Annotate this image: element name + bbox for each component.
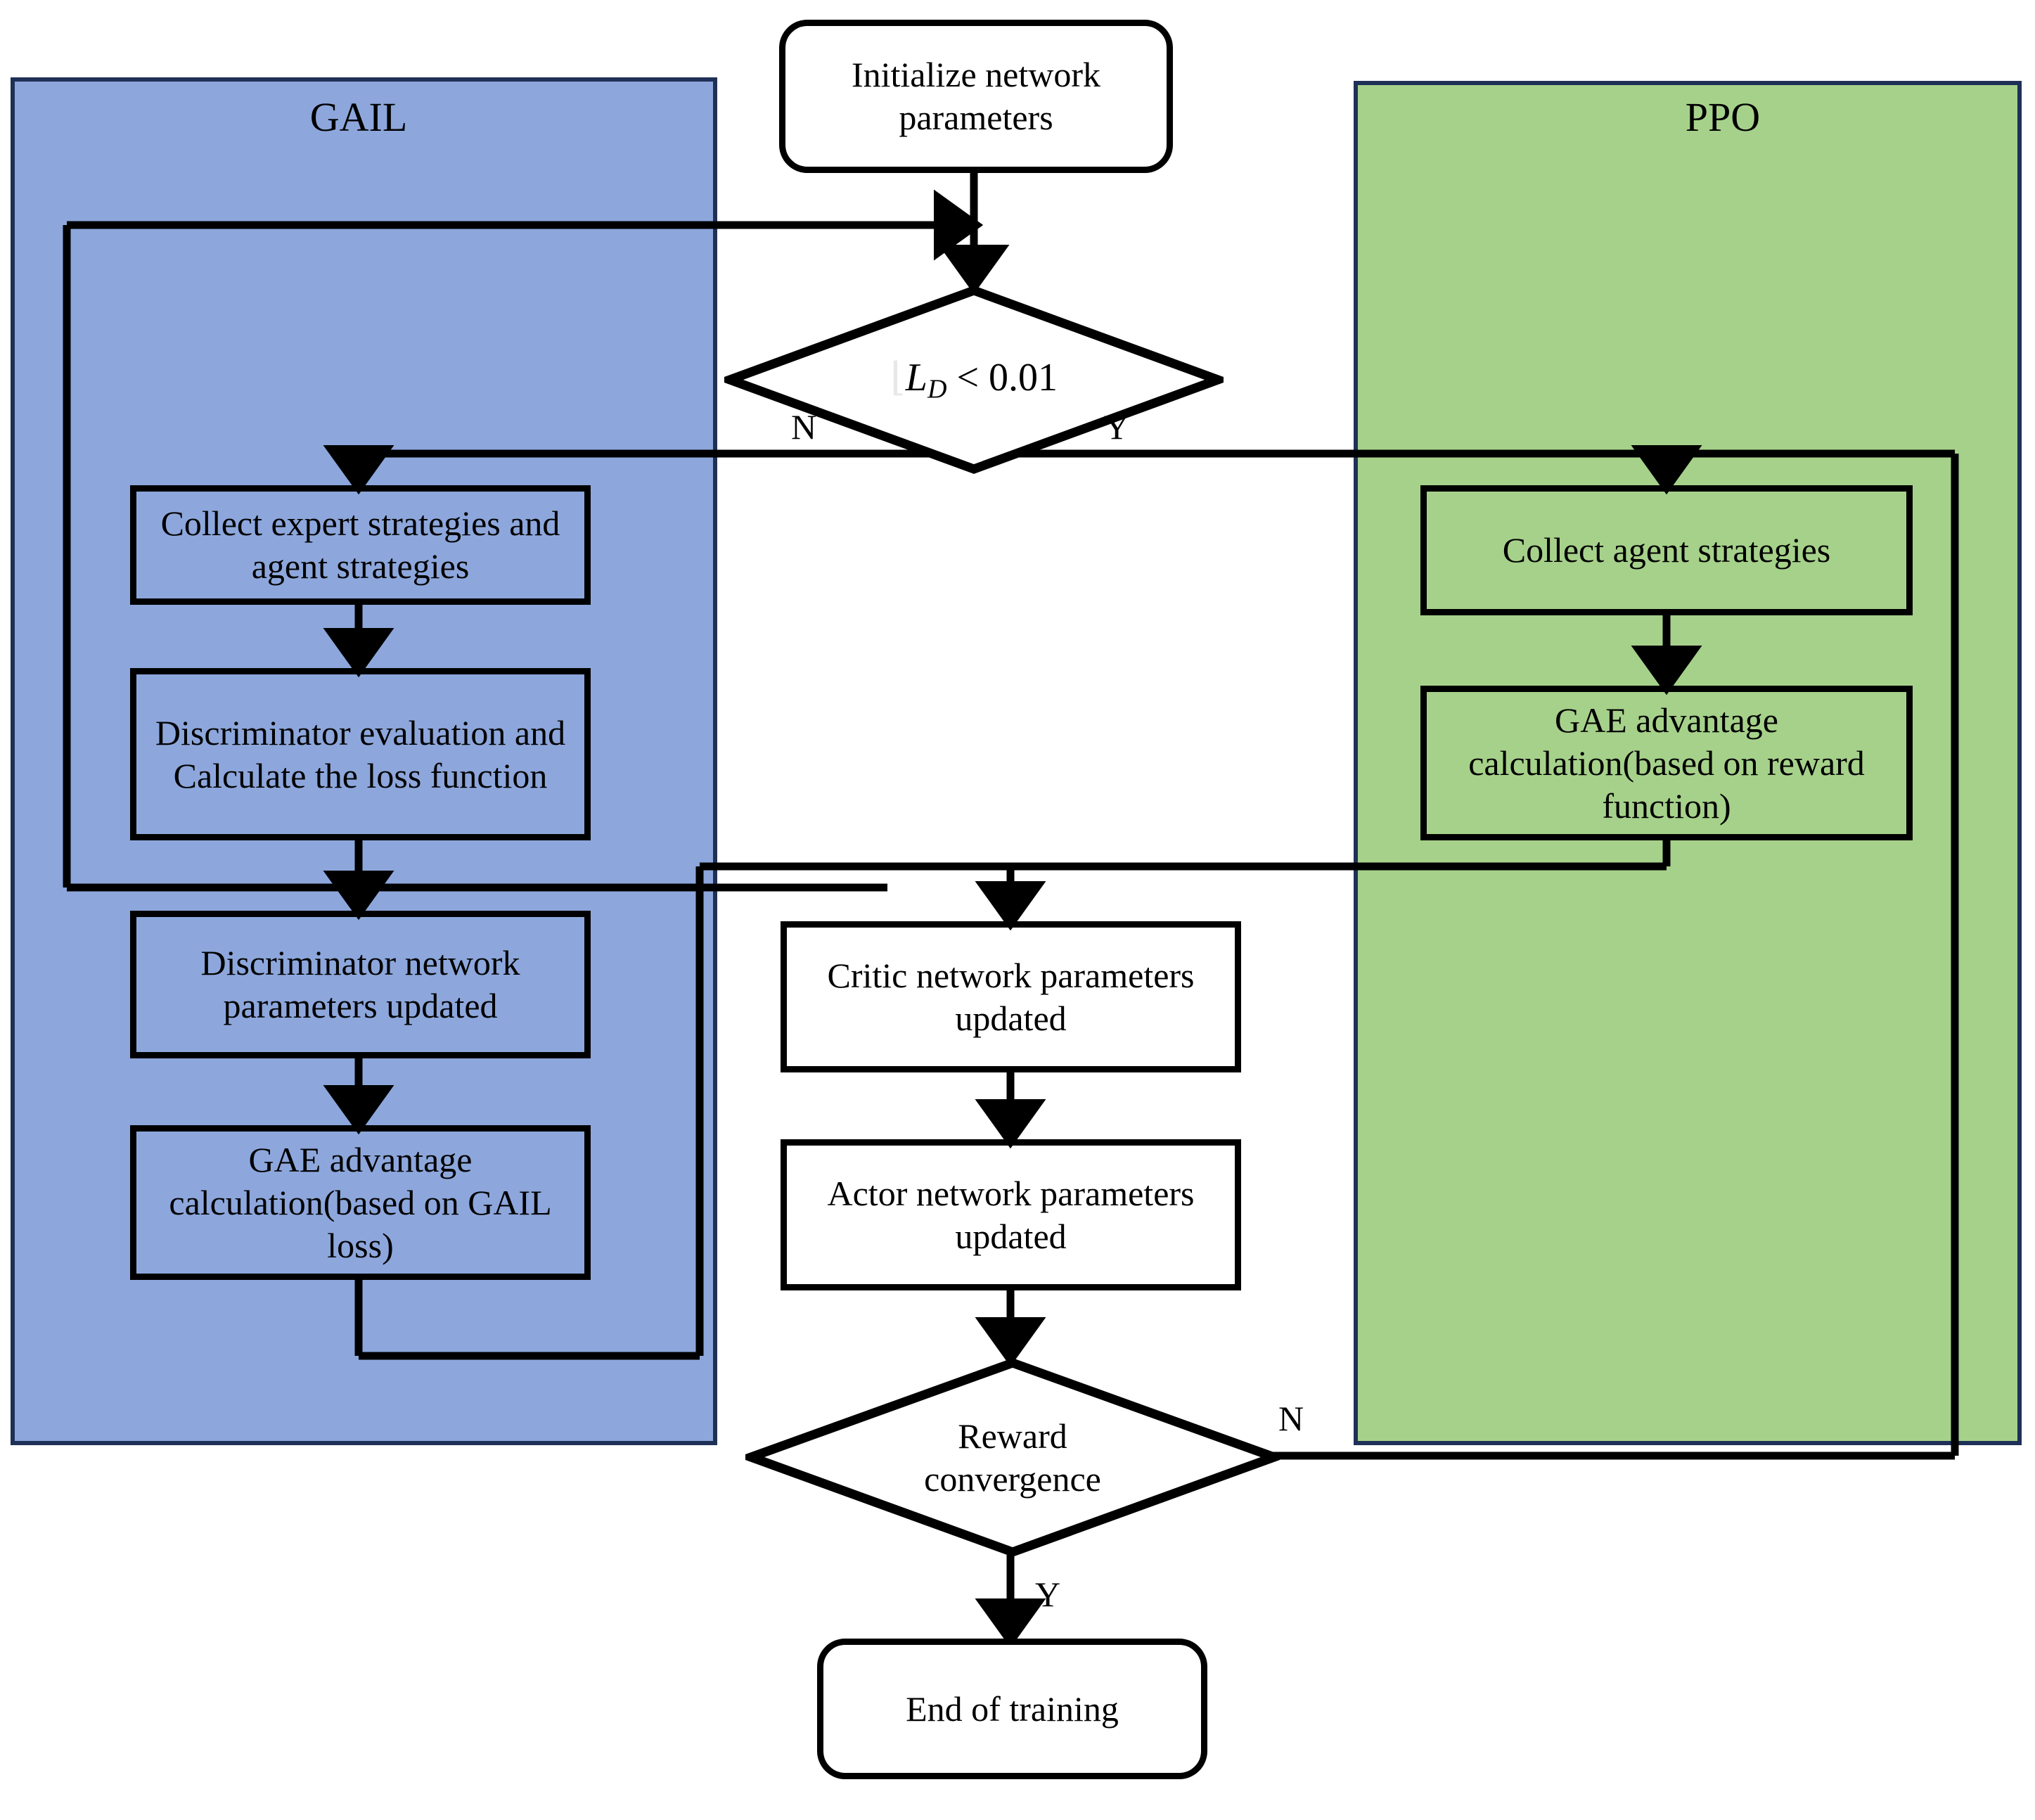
edge-label-reward-no: N (1278, 1399, 1304, 1438)
node-gae-advantage-reward-function[interactable]: GAE advantage calculation(based on rewar… (1420, 686, 1913, 840)
node-discriminator-evaluation[interactable]: Discriminator evaluation and Calculate t… (130, 668, 591, 840)
edge-label-ld-yes: Y (1104, 407, 1130, 447)
node-gae-advantage-gail-loss[interactable]: GAE advantage calculation(based on GAIL … (130, 1125, 591, 1280)
reward-convergence-diamond-shape (745, 1358, 1280, 1557)
node-reward-convergence[interactable]: Reward convergence (745, 1357, 1280, 1558)
edge-label-reward-yes: Y (1035, 1575, 1061, 1614)
node-discriminator-network-parameters-updated[interactable]: Discriminator network parameters updated (130, 911, 591, 1058)
node-ld-check[interactable]: ⌊LD < 0.01 (724, 285, 1224, 475)
node-collect-expert-strategies[interactable]: Collect expert strategies and agent stra… (130, 485, 591, 605)
node-end-of-training[interactable]: End of training (817, 1639, 1207, 1779)
panel-ppo-title: PPO (1685, 94, 1761, 140)
node-critic-network-parameters-updated[interactable]: Critic network parameters updated (781, 921, 1241, 1072)
edge-label-ld-no: N (791, 407, 817, 447)
ld-check-formula: ⌊LD < 0.01 (890, 355, 1058, 404)
node-initialize-network-parameters[interactable]: Initialize network parameters (779, 20, 1173, 173)
ld-check-diamond-shape (724, 286, 1224, 474)
node-actor-network-parameters-updated[interactable]: Actor network parameters updated (781, 1139, 1241, 1290)
node-collect-agent-strategies[interactable]: Collect agent strategies (1420, 485, 1913, 615)
panel-gail (11, 77, 717, 1445)
panel-gail-title: GAIL (309, 94, 408, 140)
